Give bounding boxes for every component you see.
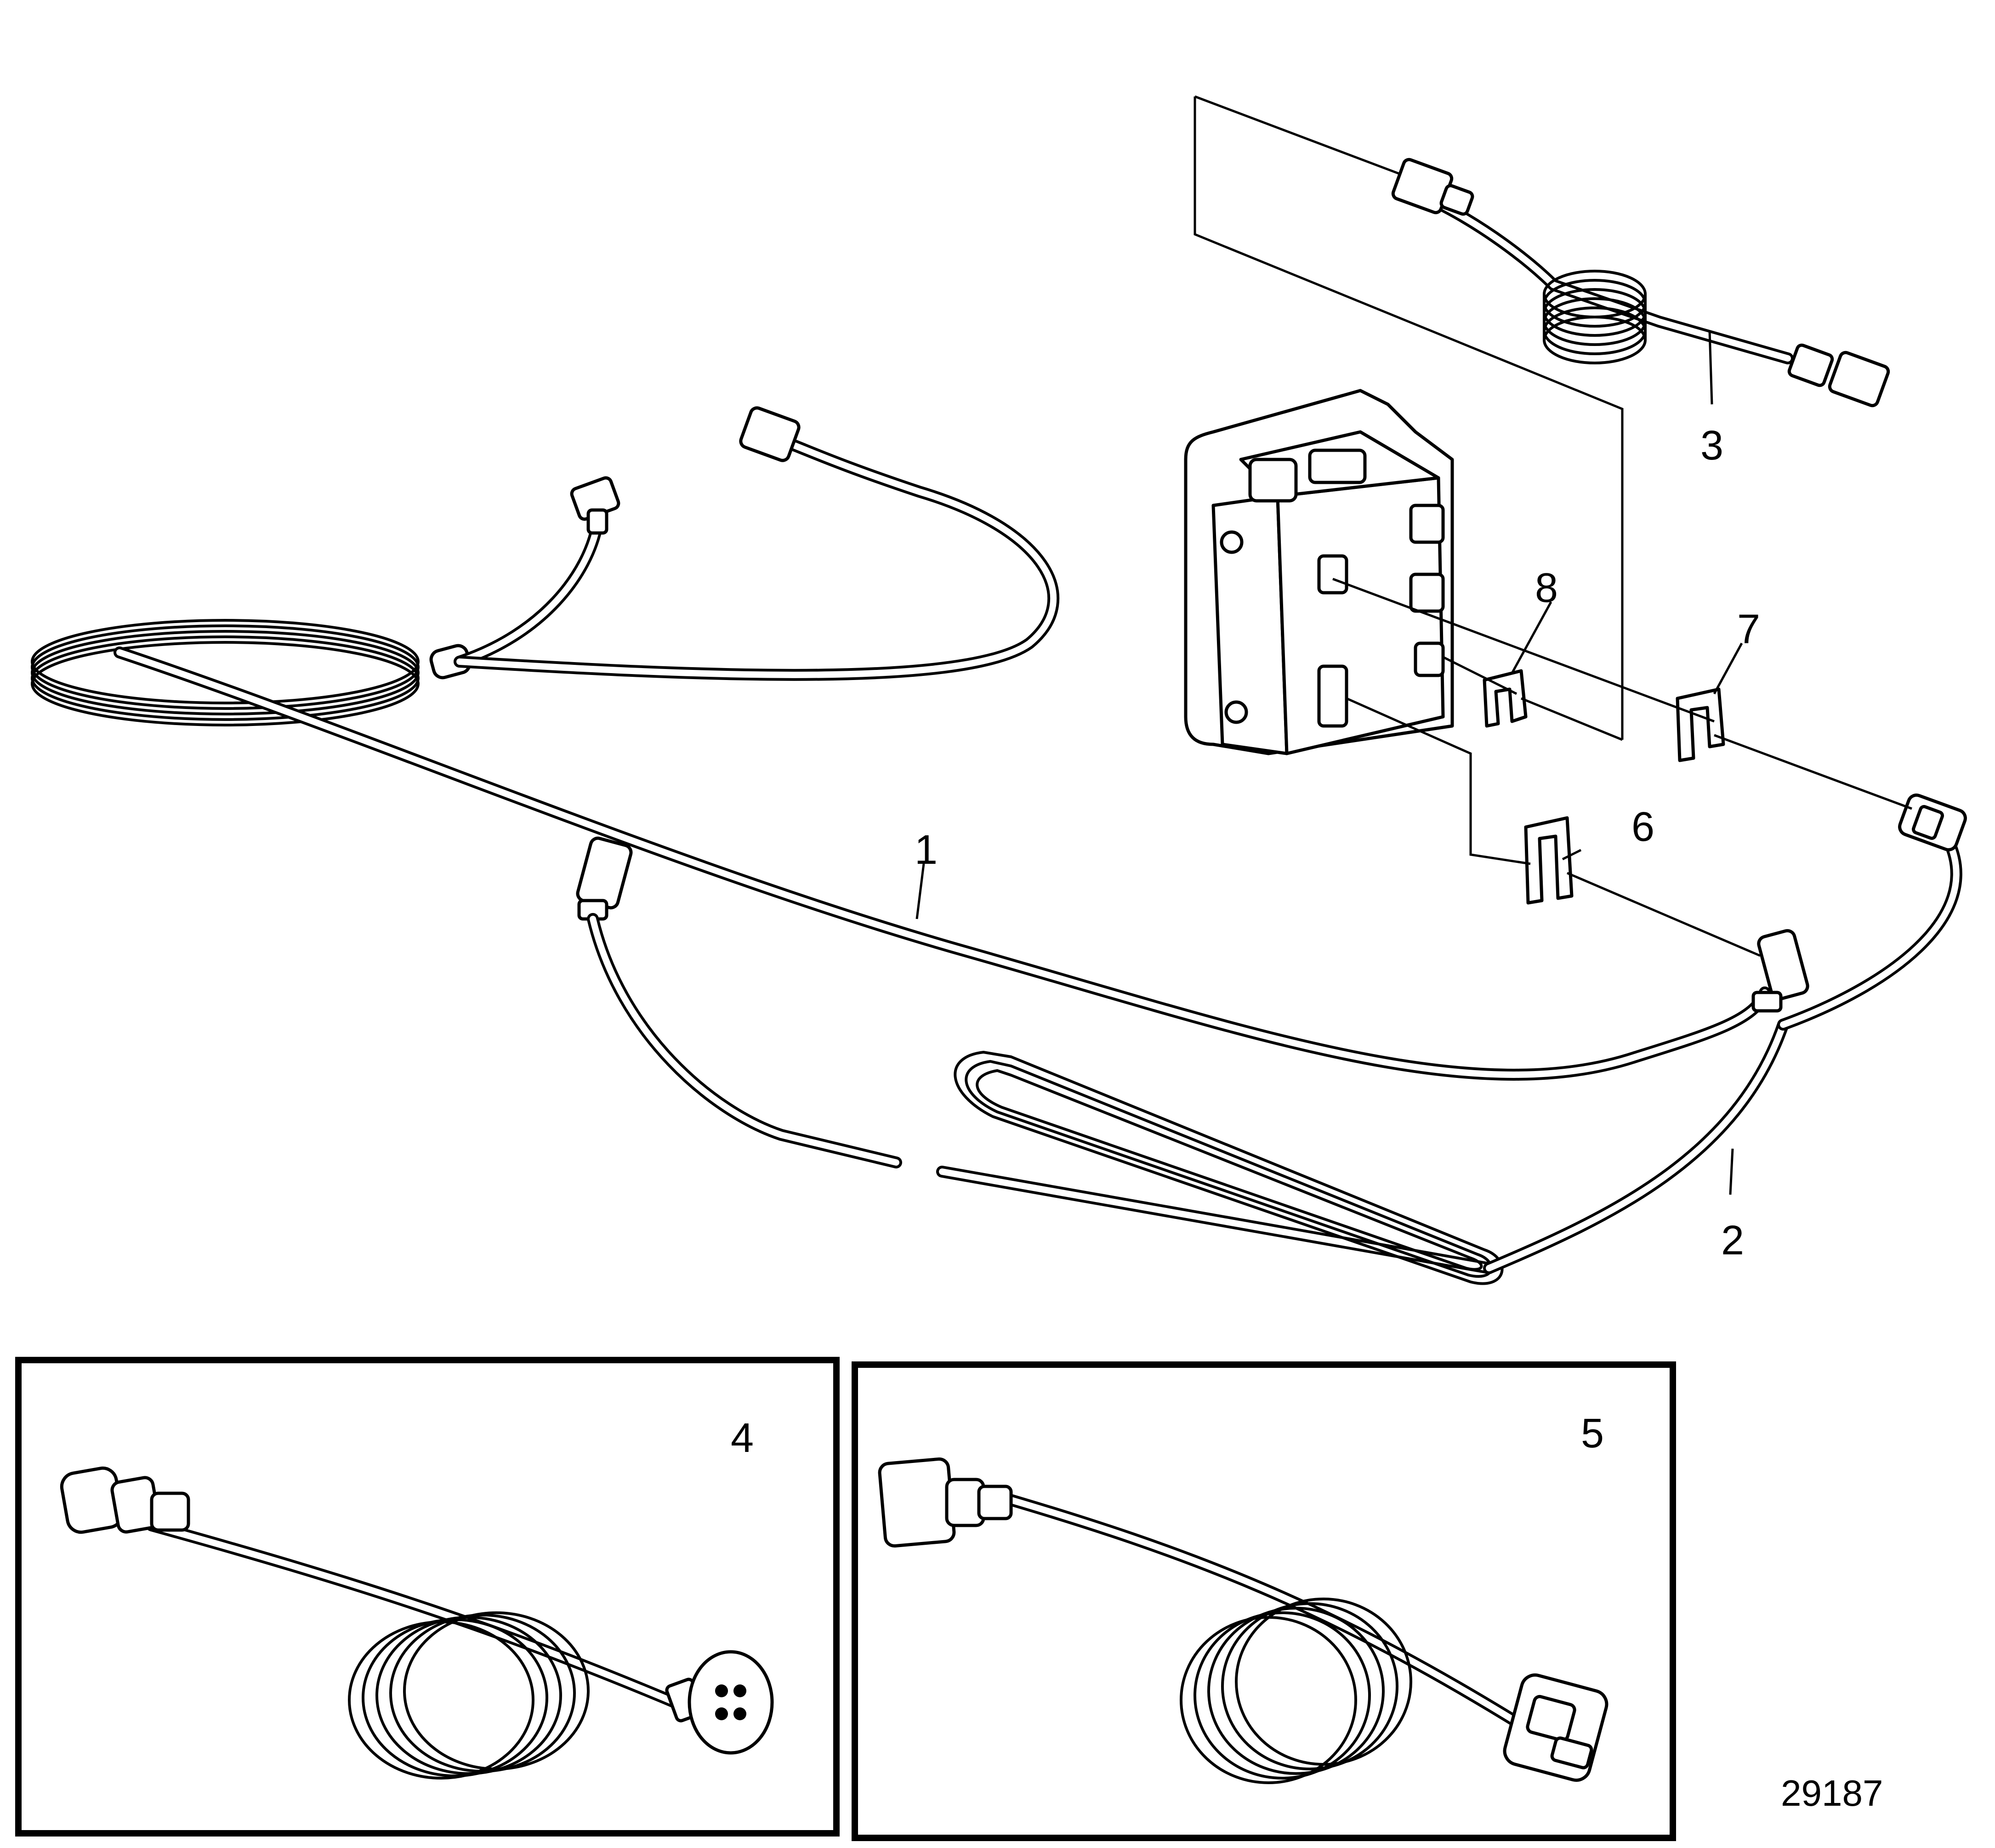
reference-number: 29187 (1781, 1773, 1883, 1814)
inset-4-plug-left-icon (60, 1466, 190, 1534)
callout-4: 4 (731, 1415, 754, 1461)
callout-7: 7 (1737, 607, 1760, 652)
harness-2-connector-right-icon (1898, 794, 1967, 851)
harness-1 (31, 406, 1809, 1081)
inset-5-plug-right-icon (1503, 1673, 1609, 1782)
cable-3 (1194, 95, 1890, 740)
harness-1-connector-b-icon (739, 406, 801, 462)
harness-1-coil (31, 619, 420, 726)
harness-2 (576, 794, 1967, 1285)
inset-5-plug-left-icon (878, 1457, 1013, 1548)
harness-1-connector-c-icon (1751, 929, 1809, 1013)
control-unit (1184, 389, 1454, 755)
cable-3-coil (1543, 270, 1647, 364)
harness-2-connector-left-icon (576, 836, 633, 921)
cable-3-connector-b-icon (1787, 343, 1890, 408)
inset-5: 5 (852, 1361, 1676, 1841)
clip-8-icon (1483, 669, 1528, 728)
callout-2: 2 (1721, 1218, 1744, 1264)
callout-3: 3 (1700, 423, 1723, 469)
clip-7-icon (1676, 687, 1725, 762)
callout-5: 5 (1581, 1411, 1604, 1457)
harness-1-connector-a-icon (570, 476, 620, 535)
inset-4-coil (348, 1611, 590, 1780)
inset-5-coil (1180, 1598, 1412, 1784)
harness-2-loop (954, 1051, 1504, 1285)
callout-1: 1 (915, 827, 938, 873)
callout-6: 6 (1631, 804, 1654, 850)
clip-6-icon (1524, 816, 1574, 905)
inset-4: 4 (15, 1357, 840, 1837)
cable-3-connector-a-icon (1391, 158, 1474, 216)
inset-4-plug-right-icon (665, 1650, 774, 1755)
callout-8: 8 (1535, 565, 1558, 611)
